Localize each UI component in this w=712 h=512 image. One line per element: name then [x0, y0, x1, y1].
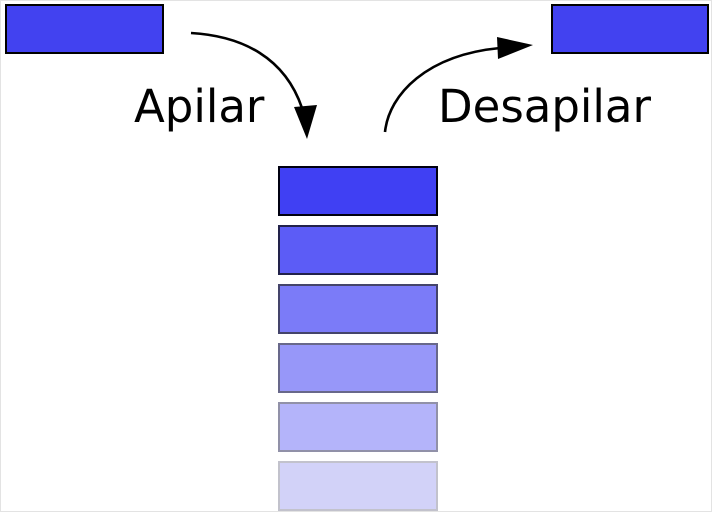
stack-item-4: [278, 343, 438, 393]
stack-item-1: [278, 166, 438, 216]
stack-item-5: [278, 402, 438, 452]
stack-item-3: [278, 284, 438, 334]
pop-label: Desapilar: [438, 80, 652, 133]
outgoing-element-box: [551, 4, 709, 54]
push-label: Apilar: [134, 80, 265, 133]
incoming-element-box: [5, 4, 164, 54]
stack: [278, 166, 438, 511]
stack-item-6: [278, 461, 438, 511]
stack-item-2: [278, 225, 438, 275]
